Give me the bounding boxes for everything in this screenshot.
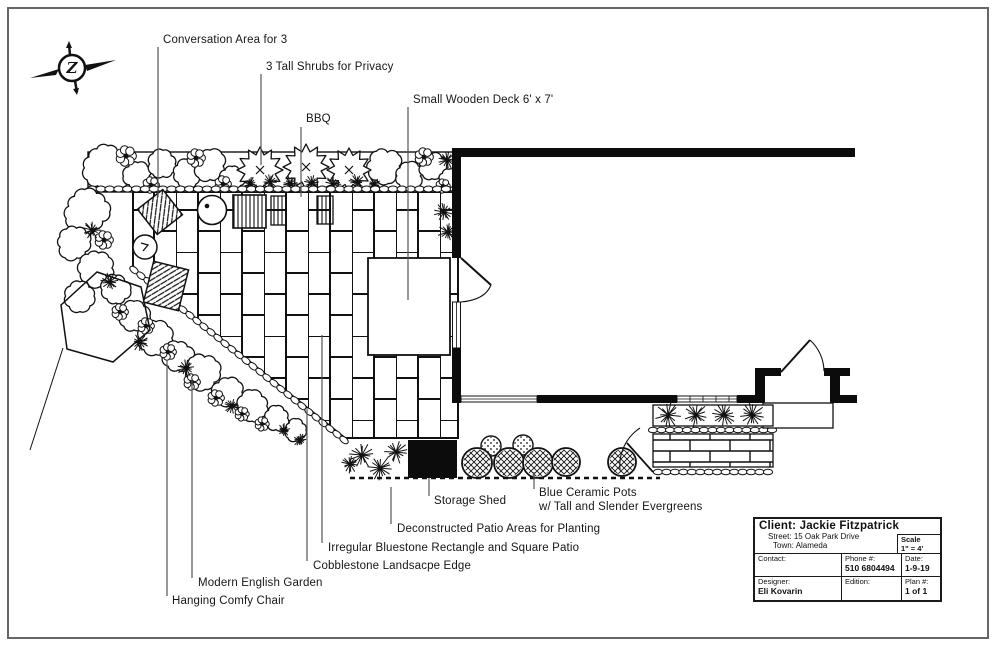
town-value: Alameda (795, 541, 828, 550)
title-block-designer-row: Designer: Eli Kovarin Edition: Plan #: 1… (755, 576, 940, 600)
designer-value: Eli Kovarin (758, 585, 803, 596)
label-deconstructed-patio: Deconstructed Patio Areas for Planting (397, 523, 601, 535)
phone-value: 510 6804494 (845, 562, 895, 573)
evergreen-strip (652, 402, 774, 428)
planter-box (316, 195, 334, 225)
plan-number-label: Plan #: (905, 577, 929, 586)
date-label: Date: (905, 554, 923, 563)
english-garden-band (56, 187, 308, 446)
label-storage-shed: Storage Shed (434, 495, 507, 507)
label-wooden-deck: Small Wooden Deck 6' x 7' (413, 94, 554, 106)
entry-door-leaf (780, 339, 811, 373)
title-block-contact-row: Contact: Phone #: 510 6804494 Date: 1-9-… (755, 553, 940, 576)
leader-lines (157, 47, 535, 596)
label-hanging-chair: Hanging Comfy Chair (172, 595, 285, 607)
bbq (232, 194, 267, 229)
plan-number-value: 1 of 1 (905, 585, 928, 596)
compass-letter: Z (66, 59, 79, 77)
brick-paving (652, 433, 774, 468)
scale-value: 1" = 4' (901, 543, 924, 553)
title-block-client-row: Client: Jackie Fitzpatrick Street: 15 Oa… (755, 519, 940, 553)
client-label: Client: (759, 520, 797, 532)
label-ceramic-pots-line2: w/ Tall and Slender Evergreens (539, 501, 703, 513)
storage-shed (408, 440, 457, 478)
title-block: Client: Jackie Fitzpatrick Street: 15 Oa… (753, 517, 942, 602)
conversation-furniture (132, 188, 334, 312)
scale-cell: Scale 1" = 4' (897, 534, 940, 553)
planter-box (270, 195, 287, 226)
sheet-border (7, 7, 989, 639)
scale-label: Scale (901, 535, 921, 544)
contact-label: Contact: (758, 554, 786, 563)
designer-label: Designer: (758, 577, 791, 586)
round-table (196, 194, 228, 226)
client-value: Jackie Fitzpatrick (799, 520, 900, 532)
town-label: Town: (773, 541, 794, 550)
side-table (132, 234, 158, 260)
entry-landing (762, 402, 834, 429)
deconstructed-patio-plantings (341, 202, 457, 481)
label-ceramic-pots-line1: Blue Ceramic Pots (539, 487, 637, 499)
date-value: 1-9-19 (905, 562, 930, 573)
street-label: Street: (768, 532, 792, 541)
wooden-deck (367, 257, 451, 356)
label-conversation-area: Conversation Area for 3 (163, 34, 288, 46)
north-compass-icon: Z (30, 41, 116, 95)
back-door-leaf (460, 257, 492, 286)
label-bbq: BBQ (306, 113, 331, 125)
label-bluestone-patio: Irregular Bluestone Rectangle and Square… (328, 542, 580, 554)
edition-label: Edition: (845, 577, 871, 586)
label-cobblestone-edge: Cobblestone Landsacpe Edge (313, 560, 471, 572)
label-tall-shrubs: 3 Tall Shrubs for Privacy (266, 61, 394, 73)
ceramic-pots (461, 434, 637, 479)
hanging-chair-hexagon (29, 271, 151, 451)
label-english-garden: Modern English Garden (198, 577, 323, 589)
street-value: 15 Oak Park Drive (793, 532, 860, 541)
house-walls (452, 148, 857, 429)
phone-label: Phone #: (845, 554, 876, 563)
courtyard-gate (619, 427, 654, 473)
bluestone-patio (132, 191, 459, 439)
